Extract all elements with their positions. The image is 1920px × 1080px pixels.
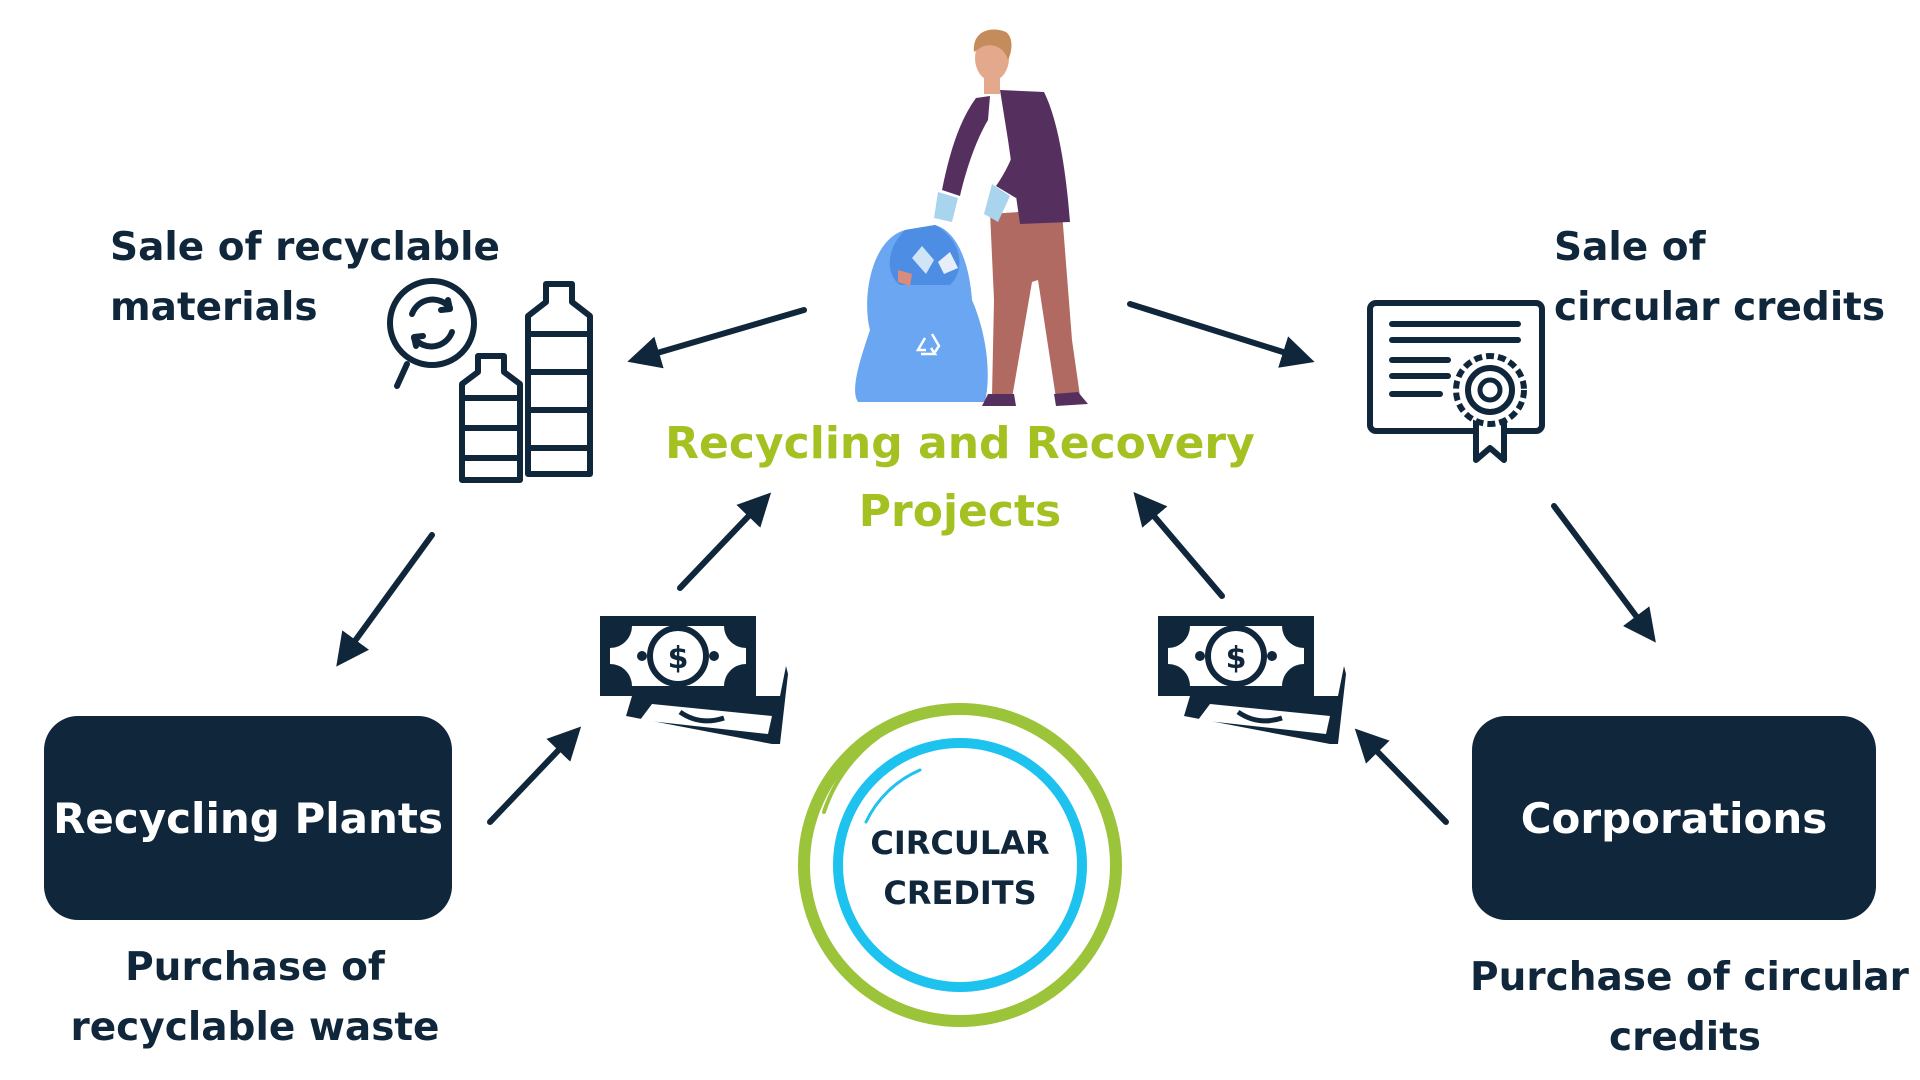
- badge-line2: CREDITS: [883, 874, 1037, 912]
- arrow-to-recycling-plants: [336, 532, 435, 667]
- sale-credits-line2: circular credits: [1554, 285, 1886, 330]
- money-icon: $: [1158, 616, 1346, 744]
- sale-credits-label: Sale of circular credits: [1554, 218, 1885, 338]
- corporations-box: Corporations: [1472, 716, 1876, 920]
- money-icon: $: [600, 616, 788, 744]
- corporations-label: Corporations: [1520, 793, 1828, 843]
- recycling-plants-box: Recycling Plants: [44, 716, 452, 920]
- circular-credits-text: CIRCULAR CREDITS: [860, 818, 1060, 918]
- sale-credits-line1: Sale of: [1554, 225, 1706, 270]
- recycling-plants-label: Recycling Plants: [53, 793, 443, 843]
- corporations-caption: Purchase of circular credits: [1470, 948, 1909, 1068]
- plants-caption-line2: recyclable waste: [70, 1005, 440, 1050]
- arrow-plants-to-money: [487, 726, 582, 825]
- arrow-money-to-projects: [677, 492, 772, 591]
- arrow-money-to-projects-right: [1133, 491, 1225, 599]
- plants-caption-line1: Purchase of: [125, 945, 385, 990]
- arrow-to-sale-credits: [1127, 301, 1315, 368]
- plants-caption: Purchase of recyclable waste: [60, 938, 450, 1058]
- sale-materials-line1: Sale of recyclable: [110, 225, 500, 270]
- center-title: Recycling and Recovery Projects: [560, 410, 1360, 546]
- circular-credits-badge: [798, 703, 1122, 1027]
- sale-materials-line2: materials: [110, 285, 318, 330]
- person-collecting-trash-icon: [855, 29, 1088, 406]
- svg-text:$: $: [1226, 641, 1247, 676]
- corporations-caption-line1: Purchase of circular: [1470, 955, 1909, 1000]
- arrow-to-corporations: [1551, 503, 1656, 643]
- svg-text:$: $: [668, 641, 689, 676]
- corporations-caption-line2: credits: [1609, 1015, 1761, 1060]
- arrow-to-sale-materials: [627, 307, 807, 369]
- badge-line1: CIRCULAR: [870, 824, 1050, 862]
- arrow-corporations-to-money: [1354, 728, 1449, 825]
- sale-materials-label: Sale of recyclable materials: [110, 218, 500, 338]
- center-title-line2: Projects: [858, 486, 1062, 537]
- certificate-icon: [1367, 300, 1545, 463]
- bottles-recycle-icon: [387, 278, 593, 483]
- center-title-line1: Recycling and Recovery: [665, 418, 1255, 469]
